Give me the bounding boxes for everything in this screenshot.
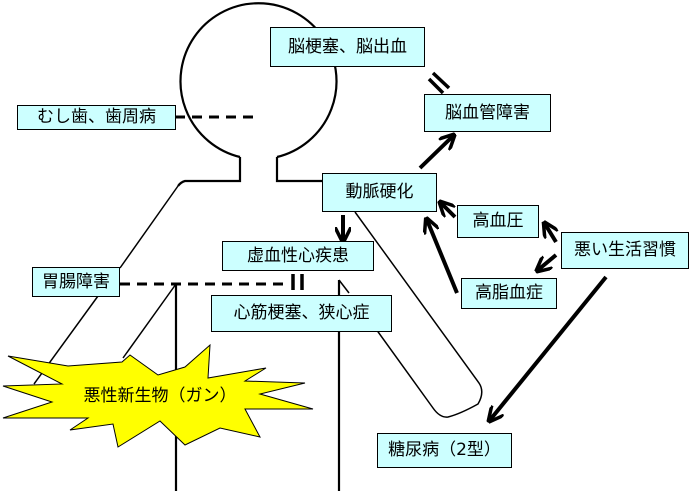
arrow-hyperlipidemia-to-arteriosclerosis <box>427 220 459 294</box>
left-arm-outer <box>119 185 179 269</box>
right-arm-inner <box>338 279 350 294</box>
arrow-lifestyle-to-hyperlipidemia <box>538 253 558 270</box>
node-hypertension: 高血圧 <box>457 205 539 238</box>
node-cancer: 悪性新生物（ガン） <box>83 386 237 406</box>
equals-mark <box>427 77 445 95</box>
node-ischemic-heart: 虚血性心疾患 <box>222 241 374 271</box>
right-arm-outer <box>354 211 483 418</box>
node-dental: むし歯、歯周病 <box>17 105 176 130</box>
node-diabetes: 糖尿病（2型） <box>377 433 512 468</box>
neck-left <box>177 157 242 187</box>
body-outline <box>177 2 338 187</box>
left-arm-inner <box>122 283 177 359</box>
head-outline <box>179 2 338 159</box>
node-hyperlipidemia: 高脂血症 <box>461 278 557 309</box>
arrow-lifestyle-to-diabetes <box>490 275 608 420</box>
arrow-lifestyle-to-hypertension <box>545 224 556 244</box>
node-mi-angina: 心筋梗塞、狭心症 <box>211 295 392 332</box>
equals-signs <box>291 71 451 290</box>
node-gastrointestinal: 胃腸障害 <box>32 267 120 297</box>
node-bad-lifestyle: 悪い生活習慣 <box>561 232 689 269</box>
body-thin-lines <box>33 185 483 418</box>
neck-right <box>275 157 322 183</box>
node-stroke-hemorrhage: 脳梗塞、脳出血 <box>270 27 425 67</box>
node-arteriosclerosis: 動脈硬化 <box>322 173 437 212</box>
equals-mark <box>431 71 451 90</box>
arrow-arteriosclerosis-to-cerebrovascular <box>418 136 453 170</box>
cancer-starburst <box>2 343 314 448</box>
arrow-hypertension-to-arteriosclerosis <box>441 203 457 219</box>
dashed-connectors <box>120 115 287 286</box>
node-cerebrovascular: 脳血管障害 <box>424 94 551 132</box>
arrows <box>343 136 608 420</box>
